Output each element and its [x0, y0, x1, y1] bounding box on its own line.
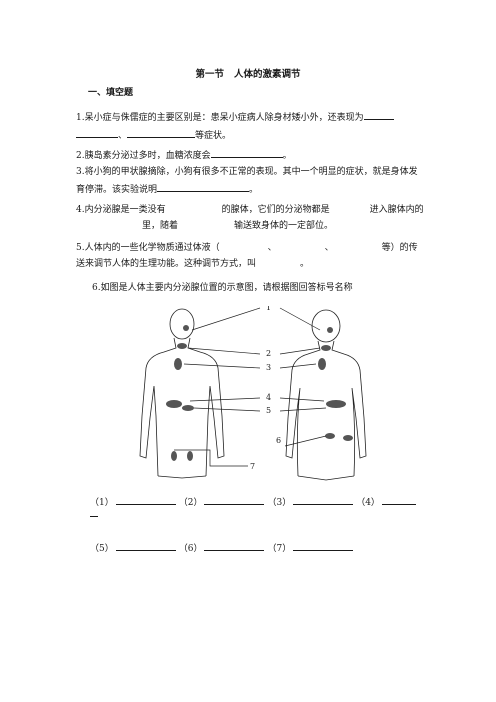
glands — [166, 325, 353, 461]
q5-sep-1: 、 — [267, 243, 277, 253]
q4-text-e: 输送致身体的一定部位。 — [234, 221, 334, 231]
answer-row-2: （5） （6） （7） — [90, 540, 356, 554]
q6-text: 6.如图是人体主要内分泌腺位置的示意图，请根据图回答标号名称 — [92, 283, 353, 293]
q1-end: 等症状。 — [195, 131, 232, 141]
page-title: 第一节 人体的激素调节 — [195, 69, 301, 80]
answer-blank-7[interactable] — [293, 540, 354, 551]
q5-text-d: 等）的传送来调节人体的生理功能。这种调节方式，叫 — [76, 243, 418, 269]
answer-label-7: （7） — [267, 544, 292, 554]
q2-end: 。 — [282, 151, 292, 161]
diagram-label-3: 3 — [266, 363, 271, 372]
section-heading: 一、填空题 — [88, 88, 134, 98]
answer-label-2: （2） — [178, 498, 203, 508]
diagram-label-5: 5 — [266, 406, 271, 415]
answer-blank-2[interactable] — [204, 494, 265, 505]
diagram-label-2: 2 — [266, 349, 271, 358]
question-4: 4.内分泌腺是一类没有 的腺体，它们的分泌物都是 进入腺体内的里，随着 输送致身体的一… — [76, 202, 426, 234]
q3-end: 。 — [249, 185, 259, 195]
q3-text: 3.将小狗的甲状腺摘除，小狗有很多不正常的表现。其中一个明显的症状，就是身体发育… — [76, 167, 418, 195]
male-figure — [139, 308, 225, 479]
diagram-label-6: 6 — [276, 436, 281, 445]
answer-label-3: （3） — [267, 498, 292, 508]
diagram-labels: 1 2 3 4 5 6 7 — [250, 306, 281, 471]
diagram-label-1: 1 — [266, 306, 271, 312]
answer-label-4: （4） — [356, 498, 380, 508]
answer-label-6: （6） — [178, 544, 203, 554]
answer-label-5: （5） — [90, 544, 114, 554]
q2-blank[interactable] — [210, 146, 283, 158]
q3-blank[interactable] — [157, 180, 250, 192]
question-3: 3.将小狗的甲状腺摘除，小狗有很多不正常的表现。其中一个明显的症状，就是身体发育… — [76, 164, 426, 198]
diagram-label-4: 4 — [266, 393, 271, 402]
q4-text-b: 的腺体，它们的分泌物都是 — [221, 205, 330, 215]
q1-blank-2[interactable] — [127, 126, 196, 138]
q5-sep-2: 、 — [324, 243, 334, 253]
q2-text: 2.胰岛素分泌过多时，血糖浓度会 — [76, 151, 211, 161]
q4-text-d: 里，随着 — [142, 221, 179, 231]
question-6: 6.如图是人体主要内分泌腺位置的示意图，请根据图回答标号名称 — [92, 280, 442, 296]
female-figure — [285, 309, 367, 481]
answer-blank-4-wrap — [90, 516, 98, 517]
diagram-label-7: 7 — [250, 462, 255, 471]
endocrine-diagram: 1 2 3 4 5 6 7 — [139, 306, 367, 481]
answer-blank-5[interactable] — [115, 540, 176, 551]
q5-text-a: 5.人体内的一些化学物质通过体液（ — [76, 243, 220, 253]
question-1: 1.呆小症与侏儒症的主要区别是：患呆小症病人除身材矮小外，还表现为 、 等症状。 — [76, 108, 426, 144]
answer-label-1: （1） — [90, 498, 114, 508]
answer-blank-6[interactable] — [204, 540, 265, 551]
q4-text-c: 进入腺体内的 — [369, 205, 424, 215]
question-5: 5.人体内的一些化学物质通过体液（ 、 、等）的传送来调节人体的生理功能。这种调节方… — [76, 240, 426, 272]
answer-blank-4[interactable] — [381, 494, 416, 505]
question-2: 2.胰岛素分泌过多时，血糖浓度会 。 — [76, 146, 426, 164]
q1-sep: 、 — [118, 131, 128, 141]
q1-text: 1.呆小症与侏儒症的主要区别是：患呆小症病人除身材矮小外，还表现为 — [76, 113, 364, 123]
answer-blank-1[interactable] — [115, 494, 176, 505]
q1-blank-1b[interactable] — [76, 126, 118, 138]
q4-text-a: 4.内分泌腺是一类没有 — [76, 205, 166, 215]
answer-blank-3[interactable] — [293, 494, 354, 505]
q1-blank-1[interactable] — [363, 108, 394, 120]
q5-end: 。 — [300, 259, 310, 269]
leader-lines — [174, 307, 327, 467]
answer-row-1: （1） （2） （3） （4） — [90, 494, 419, 508]
